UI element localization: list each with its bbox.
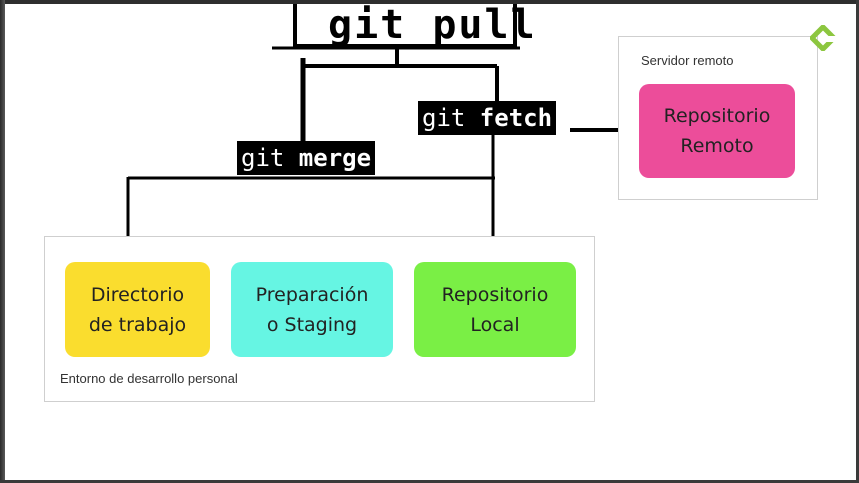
- git-fetch-prefix: git: [422, 104, 480, 132]
- local-repository-box: Repositorio Local: [414, 262, 576, 357]
- git-fetch-label: git fetch: [418, 101, 557, 135]
- git-pull-label: git pull: [328, 2, 537, 48]
- right-edge: [856, 0, 859, 483]
- staging-area-box: Preparación o Staging: [231, 262, 393, 357]
- git-merge-prefix: git: [241, 144, 299, 172]
- git-merge-label: git merge: [237, 141, 376, 175]
- brand-logo-icon: [810, 25, 836, 51]
- local-environment-caption: Entorno de desarrollo personal: [60, 371, 238, 386]
- pull-bracket-line: [293, 4, 517, 48]
- top-edge: [0, 0, 859, 4]
- git-fetch-keyword: fetch: [479, 104, 553, 132]
- git-merge-keyword: merge: [298, 144, 372, 172]
- remote-server-caption: Servidor remoto: [641, 53, 734, 68]
- remote-repository-box: Repositorio Remoto: [639, 84, 795, 178]
- left-edge: [0, 0, 5, 483]
- working-directory-box: Directorio de trabajo: [65, 262, 210, 357]
- bottom-edge: [0, 480, 859, 483]
